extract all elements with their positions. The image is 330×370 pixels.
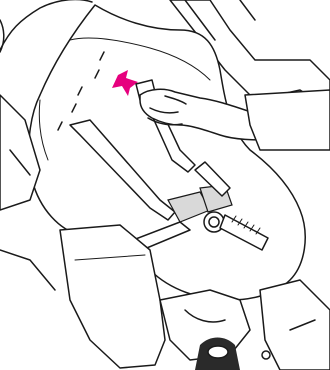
frame-lower-left bbox=[0, 250, 55, 290]
wheel-hub bbox=[208, 346, 228, 358]
frame-top-right bbox=[240, 0, 255, 20]
frame-rivet bbox=[262, 351, 270, 359]
circle-inner-arc bbox=[0, 20, 4, 52]
arm-sleeve bbox=[245, 90, 330, 150]
